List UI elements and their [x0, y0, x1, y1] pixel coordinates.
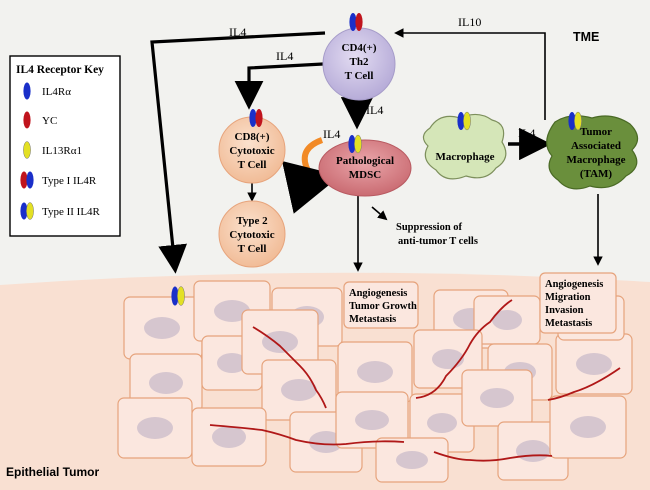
outcome-tam-line-1: Angiogenesis — [545, 279, 603, 290]
tumor-cell — [241, 309, 319, 375]
label-il4-mid: IL4 — [276, 49, 293, 63]
vessel — [433, 451, 553, 462]
vessel — [209, 424, 405, 446]
label-il10: IL10 — [458, 15, 481, 29]
cd8-line-3: T Cell — [238, 159, 267, 171]
outcome-mdsc-line-2: Tumor Growth — [349, 301, 417, 312]
vessel — [415, 299, 513, 399]
th2-line-3: T Cell — [345, 70, 374, 82]
arrow-th2-to-cd8 — [234, 62, 324, 110]
macrophage-receptor-icon — [457, 111, 471, 131]
label-il4-left: IL4 — [229, 25, 246, 39]
tc2-line-3: T Cell — [238, 243, 267, 255]
tumor-cell — [555, 333, 633, 395]
tam-line-3: Macrophage — [566, 154, 625, 166]
vessel — [252, 326, 327, 409]
label-il4-macrophage: IL4 — [518, 126, 535, 140]
macrophage-cell: Macrophage — [422, 113, 507, 180]
label-il4-down: IL4 — [366, 103, 383, 117]
outcome-box-mdsc — [343, 281, 419, 329]
blood-vessels — [209, 299, 621, 462]
outcome-mdsc-line-1: Angiogenesis — [349, 288, 407, 299]
tc2-line-2: Cytotoxic — [229, 229, 274, 241]
key-label-gamma-c: ΥC — [42, 115, 57, 127]
suppression-line-1: Suppression of — [396, 222, 463, 233]
arrow-il10 — [394, 28, 546, 120]
tumor-cell — [191, 407, 267, 467]
mdsc-line-2: MDSC — [349, 169, 381, 181]
tumor-label: Epithelial Tumor — [6, 465, 99, 479]
tumor-cell — [461, 369, 533, 427]
tumor-cells — [117, 280, 633, 483]
outcome-mdsc-line-3: Metastasis — [349, 314, 396, 325]
outcome-tam-line-3: Invasion — [545, 305, 584, 316]
mdsc-line-1: Pathological — [336, 155, 394, 167]
tme-label: TME — [573, 30, 599, 44]
type1-receptor-icon — [20, 171, 34, 189]
tam-line-2: Associated — [571, 140, 621, 152]
receptor-key: IL4 Receptor Key IL4Rα ΥC IL13Rα1 Type I… — [9, 55, 121, 237]
outcome-tam-line-2: Migration — [545, 292, 591, 303]
tumor-cell — [123, 296, 203, 360]
tam-cell: Tumor Associated Macrophage (TAM) — [546, 115, 639, 190]
macrophage-label: Macrophage — [435, 151, 494, 163]
cd8-cell: CD8(+) Cytotoxic T Cell — [218, 116, 286, 184]
cd8-receptor-icon — [249, 109, 263, 127]
key-title: IL4 Receptor Key — [16, 64, 104, 76]
tumor-cell — [337, 341, 413, 403]
key-label-type1: Type I IL4R — [42, 175, 97, 187]
th2-receptor-icon — [349, 13, 363, 31]
th2-cell: CD4(+) Th2 T Cell — [322, 27, 396, 101]
arrow-il4-autocrine — [281, 137, 341, 214]
tumor-cell — [335, 391, 409, 449]
cd8-line-1: CD8(+) — [235, 131, 270, 143]
vessel — [547, 367, 621, 401]
outcome-box-tam — [539, 272, 617, 334]
tumor-cell — [549, 395, 627, 459]
tc2-cell: Type 2 Cytotoxic T Cell — [218, 200, 286, 268]
tam-line-4: (TAM) — [580, 168, 613, 180]
key-label-il13ra1: IL13Rα1 — [42, 145, 82, 157]
th2-line-2: Th2 — [350, 56, 369, 68]
suppression-line-2: anti-tumor T cells — [398, 236, 478, 247]
tumor-cell — [261, 359, 337, 421]
key-label-il4ra: IL4Rα — [42, 86, 71, 98]
arrow-mdsc-to-suppression — [371, 206, 388, 221]
tumor-receptor-icon — [171, 286, 185, 306]
tumor-cell — [117, 397, 193, 459]
tam-line-1: Tumor — [580, 126, 612, 138]
label-il4-autocrine: IL4 — [323, 127, 340, 141]
tumor-cell — [375, 437, 449, 483]
outcome-tam-line-4: Metastasis — [545, 318, 592, 329]
tc2-line-1: Type 2 — [236, 215, 268, 227]
tumor-cell — [473, 295, 541, 345]
il13ra1-icon — [23, 141, 31, 159]
il4ra-icon — [23, 82, 31, 100]
arrow-th2-to-tumor — [150, 31, 326, 274]
mdsc-cell: Pathological MDSC — [318, 139, 412, 197]
tam-receptor-icon — [568, 111, 582, 131]
cd8-line-2: Cytotoxic — [229, 145, 274, 157]
arrows — [150, 28, 603, 274]
type2-receptor-icon — [20, 202, 34, 220]
gamma-c-icon — [23, 111, 31, 129]
th2-line-1: CD4(+) — [342, 42, 377, 54]
mdsc-receptor-icon — [348, 134, 362, 154]
key-label-type2: Type II IL4R — [42, 206, 101, 218]
